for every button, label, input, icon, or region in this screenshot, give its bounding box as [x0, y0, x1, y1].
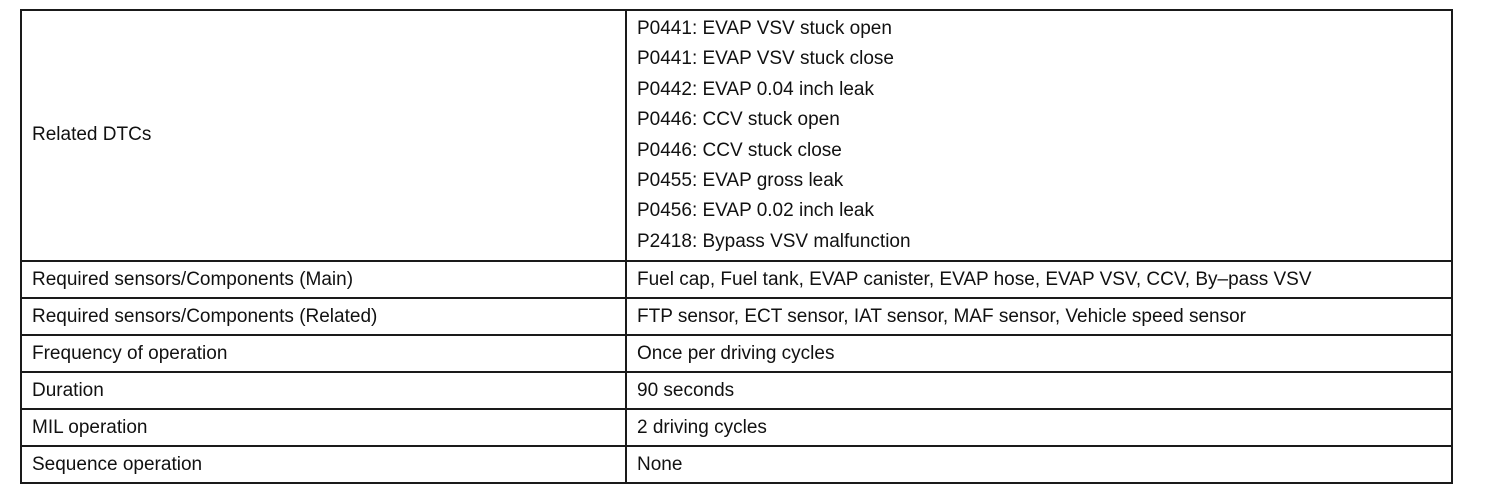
dtc-item: P0455: EVAP gross leak: [637, 170, 844, 192]
table-row-duration: Duration 90 seconds: [20, 371, 1453, 411]
dtc-item: P0446: CCV stuck open: [637, 109, 840, 131]
mil-operation-value: 2 driving cycles: [625, 408, 1453, 448]
duration-label: Duration: [20, 371, 627, 411]
dtc-item: P2418: Bypass VSV malfunction: [637, 230, 911, 252]
related-dtcs-list: P0441: EVAP VSV stuck open P0441: EVAP V…: [625, 8, 1453, 263]
related-components-label: Required sensors/Components (Related): [20, 297, 627, 337]
main-components-label: Required sensors/Components (Main): [20, 260, 627, 300]
frequency-value: Once per driving cycles: [625, 334, 1453, 374]
sequence-operation-value: None: [625, 445, 1453, 485]
sequence-operation-label: Sequence operation: [20, 445, 627, 485]
table-row-frequency: Frequency of operation Once per driving …: [20, 334, 1453, 374]
mil-operation-label: MIL operation: [20, 408, 627, 448]
dtc-item: P0456: EVAP 0.02 inch leak: [637, 200, 874, 222]
table-row-main-components: Required sensors/Components (Main) Fuel …: [20, 260, 1453, 300]
monitor-spec-table: Related DTCs P0441: EVAP VSV stuck open …: [20, 8, 1453, 485]
main-components-value: Fuel cap, Fuel tank, EVAP canister, EVAP…: [625, 260, 1453, 300]
table-row-related-components: Required sensors/Components (Related) FT…: [20, 297, 1453, 337]
frequency-label: Frequency of operation: [20, 334, 627, 374]
related-components-value: FTP sensor, ECT sensor, IAT sensor, MAF …: [625, 297, 1453, 337]
dtc-item: P0446: CCV stuck close: [637, 139, 842, 161]
table-row-sequence-operation: Sequence operation None: [20, 445, 1453, 485]
table-row-related-dtcs: Related DTCs P0441: EVAP VSV stuck open …: [20, 8, 1453, 263]
dtc-item: P0441: EVAP VSV stuck open: [637, 18, 892, 39]
related-dtcs-label: Related DTCs: [20, 8, 627, 263]
dtc-item: P0441: EVAP VSV stuck close: [637, 48, 894, 70]
dtc-item: P0442: EVAP 0.04 inch leak: [637, 78, 874, 100]
duration-value: 90 seconds: [625, 371, 1453, 411]
table-row-mil-operation: MIL operation 2 driving cycles: [20, 408, 1453, 448]
